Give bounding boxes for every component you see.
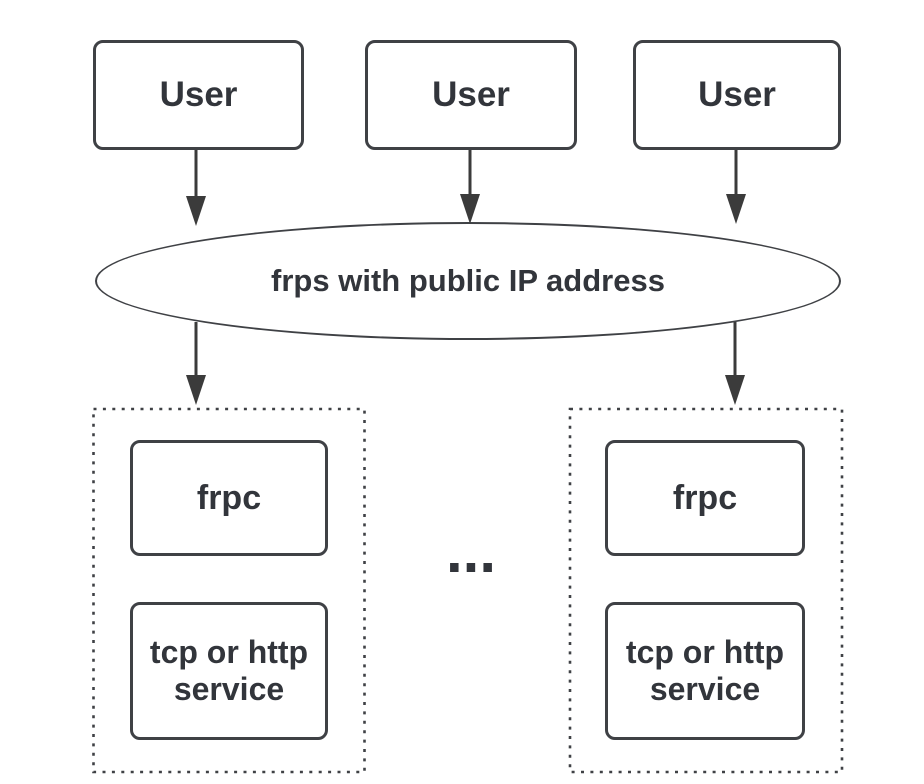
- service-box-2: tcp or http service: [605, 602, 805, 740]
- arrow-user1-to-frps: [186, 150, 206, 226]
- frpc-box-1-label: frpc: [196, 478, 262, 517]
- arrow-user2-to-frps: [460, 150, 480, 224]
- service-box-2-label: tcp or http service: [625, 634, 785, 707]
- user-box-3: User: [633, 40, 841, 150]
- frpc-box-2-label: frpc: [672, 478, 738, 517]
- user-box-1: User: [93, 40, 304, 150]
- user-box-3-label: User: [698, 75, 776, 114]
- frpc-box-2: frpc: [605, 440, 805, 556]
- frps-server-label: frps with public IP address: [271, 263, 665, 298]
- user-box-1-label: User: [159, 75, 238, 114]
- arrow-frps-to-client1: [186, 322, 206, 405]
- user-box-2-label: User: [432, 75, 510, 114]
- arrow-frps-to-client2: [725, 322, 745, 405]
- service-box-1: tcp or http service: [130, 602, 328, 740]
- user-box-2: User: [365, 40, 577, 150]
- service-box-1-label: tcp or http service: [149, 634, 309, 707]
- frps-server-ellipse: frps with public IP address: [95, 222, 841, 340]
- more-clients-ellipsis: ...: [445, 518, 496, 585]
- arrow-user3-to-frps: [726, 150, 746, 224]
- frpc-box-1: frpc: [130, 440, 328, 556]
